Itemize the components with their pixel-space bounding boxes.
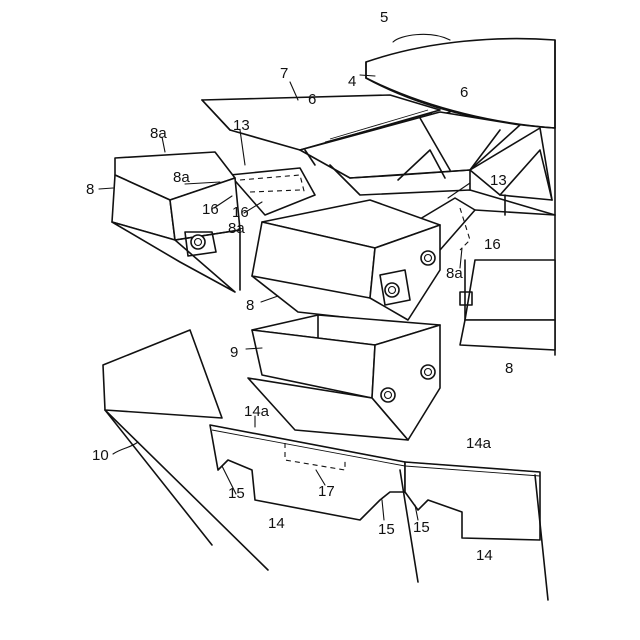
label-16-a: 16 bbox=[202, 201, 219, 218]
label-8a-left-mid: 8a bbox=[173, 169, 190, 186]
label-14-right: 14 bbox=[476, 547, 493, 564]
label-13-right: 13 bbox=[490, 172, 507, 189]
memory-hopper-9 bbox=[248, 315, 440, 440]
label-13-left: 13 bbox=[233, 117, 250, 134]
gate-plates-14 bbox=[210, 425, 548, 600]
label-14a-left: 14a bbox=[244, 403, 270, 420]
label-14-left: 14 bbox=[268, 515, 285, 532]
label-16-b: 16 bbox=[232, 204, 249, 221]
label-8a-top-left: 8a bbox=[150, 125, 167, 142]
label-5: 5 bbox=[380, 9, 388, 26]
label-17: 17 bbox=[318, 483, 335, 500]
label-4: 4 bbox=[348, 73, 356, 90]
label-8a-mid: 8a bbox=[228, 220, 245, 237]
label-16-c: 16 bbox=[484, 236, 501, 253]
hopper-8-middle bbox=[252, 200, 440, 335]
label-15-mid: 15 bbox=[378, 521, 395, 538]
label-6-top: 6 bbox=[308, 91, 316, 108]
label-8a-right: 8a bbox=[446, 265, 463, 282]
hopper-8-right bbox=[460, 260, 555, 350]
label-7: 7 bbox=[280, 65, 288, 82]
label-6-right: 6 bbox=[460, 84, 468, 101]
label-15-right: 15 bbox=[413, 519, 430, 536]
label-8-middle: 8 bbox=[246, 297, 254, 314]
label-14a-right: 14a bbox=[466, 435, 492, 452]
label-10: 10 bbox=[92, 447, 109, 464]
label-8-right: 8 bbox=[505, 360, 513, 377]
label-9: 9 bbox=[230, 344, 238, 361]
label-15-left: 15 bbox=[228, 485, 245, 502]
label-8-left: 8 bbox=[86, 181, 94, 198]
